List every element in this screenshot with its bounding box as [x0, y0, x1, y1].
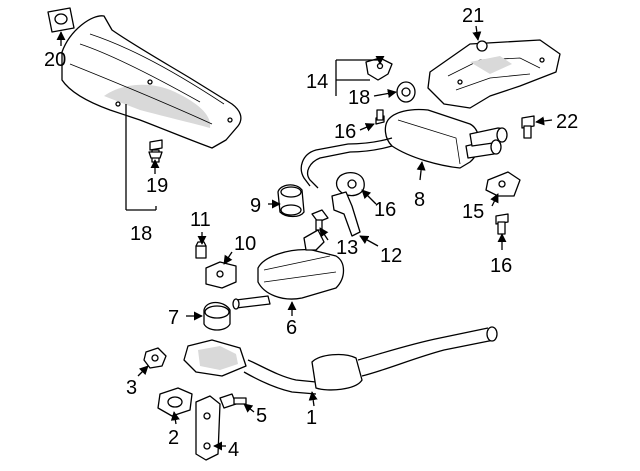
gasket-2	[157, 387, 193, 417]
callout-2: 2	[168, 427, 179, 449]
rubber-hanger-18	[396, 81, 416, 103]
nut-3	[143, 347, 167, 369]
leader-lines	[56, 25, 553, 451]
callout-7: 7	[168, 307, 179, 329]
center-muffler	[232, 229, 345, 310]
callout-9: 9	[250, 195, 261, 217]
callout-12: 12	[380, 245, 402, 267]
bracket-12	[331, 191, 361, 237]
callout-14: 14	[306, 71, 328, 93]
hanger-bracket-14	[365, 57, 393, 81]
callout-4: 4	[228, 439, 239, 461]
rear-muffler	[300, 108, 508, 189]
callout-19: 18	[130, 223, 152, 245]
callout-18: 18	[348, 87, 370, 109]
callout-5: 5	[256, 405, 267, 427]
callout-20: 19	[146, 175, 168, 197]
clamp-7	[203, 301, 231, 331]
bolt-16-top	[375, 109, 385, 125]
callout-13: 13	[336, 237, 358, 259]
hanger-bracket-10	[205, 261, 237, 289]
rubber-hanger-17	[335, 171, 365, 197]
callout-1: 1	[306, 407, 317, 429]
callout-22: 21	[462, 5, 484, 27]
rear-heat-shield	[427, 39, 561, 109]
callout-15: 15	[462, 201, 484, 223]
callout-labels: 20 21 14 18 16 22 8 19 18 9 16 15 16 11 …	[44, 5, 578, 461]
callout-16-right: 16	[490, 255, 512, 277]
callout-23: 22	[556, 111, 578, 133]
callout-3: 3	[126, 377, 137, 399]
bracket-15	[485, 171, 521, 197]
callout-17: 16	[374, 199, 396, 221]
bolt-16-right	[495, 213, 509, 235]
callout-21: 20	[44, 49, 66, 71]
front-pipe-catalytic	[183, 326, 498, 395]
bolt-13	[311, 209, 329, 231]
bolt-5	[219, 393, 247, 409]
bolt-23	[521, 115, 535, 139]
front-heat-shield	[61, 15, 242, 149]
callout-11: 11	[190, 209, 211, 231]
bracket-4	[195, 395, 221, 461]
callout-6: 6	[286, 317, 297, 339]
clamp-9	[277, 184, 305, 218]
nut-11	[195, 241, 207, 259]
callout-16-top: 16	[334, 121, 356, 143]
nut-21	[47, 7, 75, 33]
bolt-20	[148, 139, 163, 163]
callout-10: 10	[234, 233, 256, 255]
callout-8: 8	[414, 189, 425, 211]
